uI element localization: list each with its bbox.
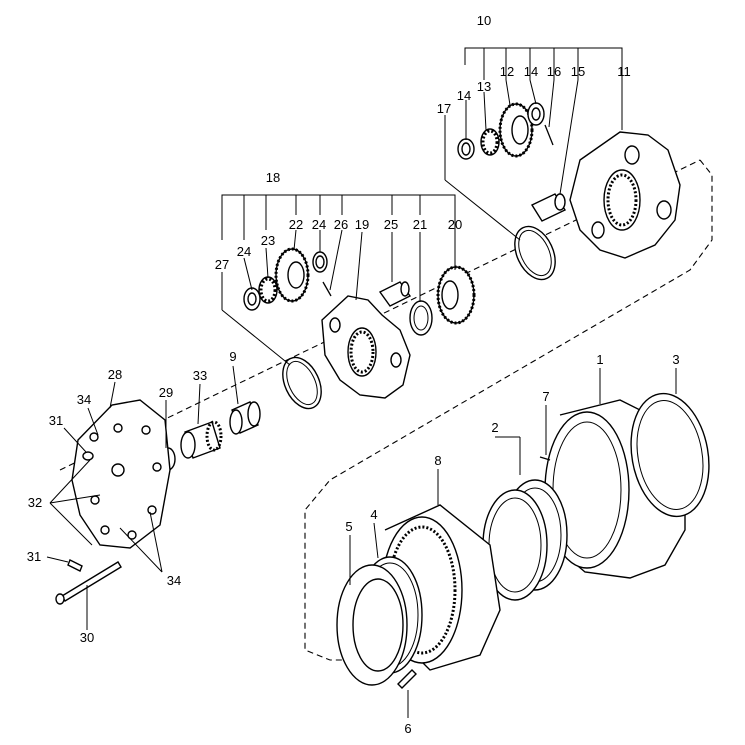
label-24-left: 24 — [237, 244, 251, 259]
part-31-plug — [67, 451, 94, 572]
label-27: 27 — [215, 257, 229, 272]
label-19: 19 — [355, 217, 369, 232]
label-22: 22 — [289, 217, 303, 232]
part-13-needle-bearing — [480, 128, 500, 156]
part-33-sun-gear — [180, 420, 223, 459]
label-4: 4 — [370, 507, 377, 522]
part-21-washer — [409, 300, 433, 336]
part-7-pin — [539, 456, 551, 461]
part-5-seal-retainer — [336, 564, 408, 686]
label-26: 26 — [334, 217, 348, 232]
part-16-small-pin — [544, 124, 554, 146]
part-11-carrier-plate — [569, 131, 681, 259]
part-6-bolt — [397, 669, 417, 689]
label-8: 8 — [434, 453, 441, 468]
part-20-planet-gear — [436, 265, 476, 325]
label-34-bottom: 34 — [167, 573, 181, 588]
part-12-planet-gear — [498, 102, 534, 158]
leader-lines — [46, 47, 677, 718]
part-2-bearing — [482, 479, 568, 601]
label-12: 12 — [500, 64, 514, 79]
label-16: 16 — [547, 64, 561, 79]
label-13: 13 — [477, 79, 491, 94]
label-14-top-right: 14 — [524, 64, 538, 79]
part-23-needle-bearing — [258, 276, 278, 304]
part-14-thrust-washer — [457, 102, 545, 160]
label-21: 21 — [413, 217, 427, 232]
label-2: 2 — [491, 420, 498, 435]
part-19-carrier — [321, 295, 411, 399]
label-34-top: 34 — [77, 392, 91, 407]
label-9: 9 — [229, 349, 236, 364]
part-9-bearing — [229, 401, 261, 435]
label-25: 25 — [384, 217, 398, 232]
part-15-pin — [530, 193, 567, 222]
label-29: 29 — [159, 385, 173, 400]
label-32: 32 — [28, 495, 42, 510]
label-31-top: 31 — [49, 413, 63, 428]
part-26-small-pin — [322, 281, 332, 297]
part-24-thrust-washer — [243, 251, 328, 311]
label-31-bottom: 31 — [27, 549, 41, 564]
label-33: 33 — [193, 368, 207, 383]
part-30-bolt — [55, 561, 122, 605]
label-3: 3 — [672, 352, 679, 367]
callout-labels: 10 11 12 13 14 14 15 16 17 18 19 20 21 2… — [27, 13, 680, 736]
part-3-seal-ring — [630, 392, 710, 518]
part-27-snap-ring — [282, 356, 322, 410]
label-5: 5 — [345, 519, 352, 534]
label-17: 17 — [437, 101, 451, 116]
part-25-pin — [378, 281, 412, 307]
label-20: 20 — [448, 217, 462, 232]
label-7: 7 — [542, 389, 549, 404]
label-14-top-left: 14 — [457, 88, 471, 103]
label-24-right: 24 — [312, 217, 326, 232]
label-1: 1 — [596, 352, 603, 367]
label-10: 10 — [477, 13, 491, 28]
label-23: 23 — [261, 233, 275, 248]
label-18: 18 — [266, 170, 280, 185]
label-30: 30 — [80, 630, 94, 645]
part-17-snap-ring — [514, 225, 556, 281]
label-11: 11 — [617, 64, 631, 79]
part-22-planet-gear — [274, 247, 310, 303]
label-28: 28 — [108, 367, 122, 382]
part-28-cover-plate — [71, 399, 171, 549]
label-6: 6 — [404, 721, 411, 736]
label-15: 15 — [571, 64, 585, 79]
